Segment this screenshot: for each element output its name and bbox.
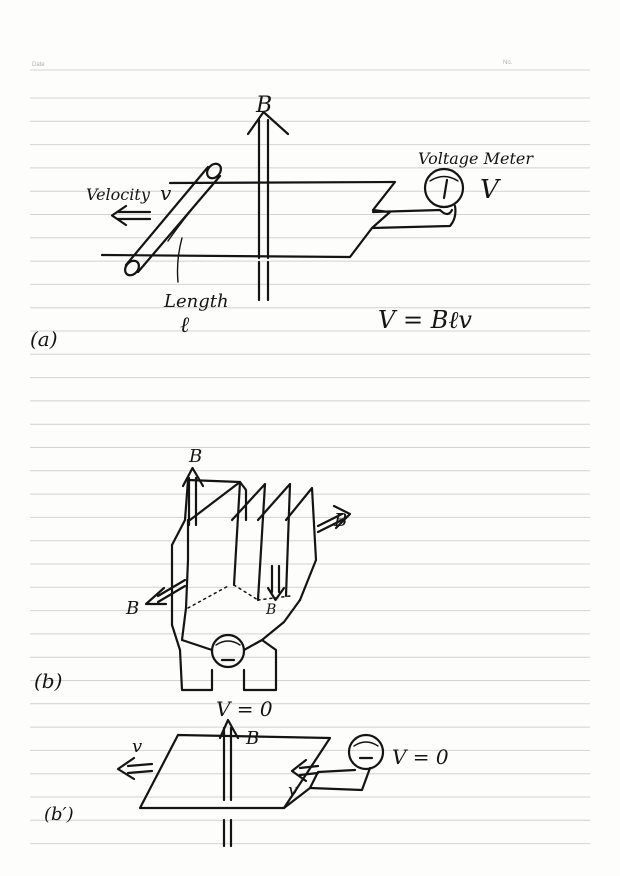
- velocity-arrow-right: [290, 758, 320, 783]
- symbol-v-a: v: [160, 181, 172, 205]
- rod-end-cap: [206, 162, 222, 180]
- diagram-b-prime: V = 0 B v v V = 0 (b′): [44, 697, 449, 848]
- field-arrow-right-b: [316, 504, 352, 534]
- label-voltage-meter: Voltage Meter: [418, 149, 534, 168]
- diagram-a: B Velocity v Length ℓ Voltage Meter V V …: [30, 93, 534, 351]
- meter-wire-return-b-prime: [308, 766, 372, 792]
- label-b-down: B: [265, 602, 276, 618]
- plate-1: [188, 480, 242, 587]
- label-panel-a: (a): [30, 327, 58, 351]
- ruled-lines: [30, 69, 590, 845]
- velocity-arrow: [110, 204, 152, 227]
- length-bracket: [167, 185, 213, 242]
- meter-b-scale: [215, 640, 241, 646]
- meter-b-icon: [210, 633, 246, 669]
- symbol-l: ℓ: [180, 313, 190, 338]
- meter-wire-return: [370, 204, 457, 230]
- voltage-meter-icon: [423, 167, 465, 209]
- meter-b-prime-scale: [353, 741, 379, 747]
- label-length: Length: [163, 291, 229, 312]
- date-label: Date: [32, 62, 45, 68]
- label-v-zero-top: V = 0: [216, 697, 273, 721]
- meter-wire: [371, 208, 454, 216]
- field-arrow-b: [246, 110, 290, 260]
- field-arrow-below-b-prime: [222, 818, 233, 848]
- plate-bottoms-hidden: [187, 559, 317, 609]
- length-pointer: [176, 237, 183, 283]
- meter-needle: [442, 178, 449, 200]
- symbol-v-right: v: [288, 780, 298, 801]
- field-arrow-b-prime: [218, 718, 240, 802]
- field-arrow-down-b: [266, 564, 286, 602]
- symbol-voltage: V: [480, 175, 501, 205]
- rod-top-edge: [124, 165, 210, 267]
- label-b-field-a: B: [255, 93, 272, 118]
- label-panel-b: (b): [34, 669, 62, 693]
- plate-2: [230, 482, 267, 602]
- plate-4: [284, 486, 318, 602]
- label-b-left: B: [125, 598, 139, 619]
- label-b-b-prime: B: [245, 728, 259, 749]
- diagram-b: B B B B (b): [34, 446, 352, 693]
- symbol-v-left: v: [132, 736, 142, 757]
- field-arrow-left-b: [144, 578, 187, 606]
- velocity-arrow-left: [116, 756, 154, 781]
- meter-b-prime-icon: [347, 733, 385, 771]
- meter-wire-b-prime: [282, 768, 357, 810]
- label-b-right: B: [333, 510, 347, 531]
- label-v-zero-right: V = 0: [392, 745, 449, 769]
- field-arrow-up-b: [181, 466, 205, 527]
- comb-inner-left: [180, 518, 190, 642]
- label-panel-b-prime: (b′): [44, 804, 74, 825]
- label-b-top: B: [188, 446, 202, 467]
- rod-base-cap: [124, 259, 140, 277]
- body-right: [242, 598, 302, 652]
- body-left-top: [180, 638, 214, 652]
- equation-v-blv: V = Bℓv: [378, 306, 472, 334]
- field-arrow-below: [257, 260, 270, 302]
- body-left: [170, 623, 214, 692]
- plate-3: [256, 482, 292, 598]
- no-label: No.: [503, 60, 513, 66]
- meter-scale: [429, 175, 459, 182]
- body-right-leg: [242, 638, 278, 692]
- label-velocity: Velocity: [86, 185, 151, 204]
